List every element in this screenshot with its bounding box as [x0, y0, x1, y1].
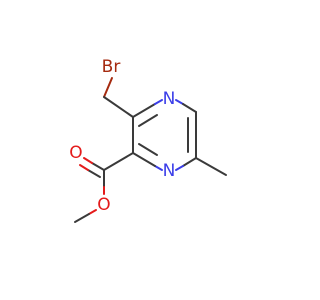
bond-n1-c2-carbon-part	[132, 152, 156, 167]
bond-c2-carbonyl	[103, 152, 134, 171]
bond-c6-n1-carbon-part	[182, 157, 197, 167]
structure-canvas: Br N N O O	[69, 57, 227, 223]
bond-co-oxygen-part-2	[79, 164, 89, 171]
bond-n4-c5-carbon-part	[182, 103, 197, 113]
bond-n4-c5-nitrogen-part	[175, 99, 184, 105]
bond-c3-n4-inner	[138, 114, 158, 127]
bromine-label: Br	[102, 57, 121, 77]
bond-oester-methyl-carbon-part	[74, 213, 90, 223]
bond-co-carbon-part-2	[87, 169, 101, 178]
ester-oxygen-label: O	[97, 195, 110, 215]
molecule-drawing: Br N N O O	[69, 57, 227, 223]
bond-br-ch2-carbon-part	[103, 96, 134, 118]
bond-c3-n4-carbon-part	[132, 103, 156, 118]
carbonyl-oxygen-label: O	[69, 143, 82, 163]
ring-nitrogen-top-label: N	[163, 89, 176, 109]
ring-nitrogen-bottom-label: N	[163, 161, 176, 181]
bond-co-carbon-part-1	[91, 162, 105, 171]
bond-br-ch2-bromine-part	[103, 77, 113, 98]
bond-c6-methyl	[195, 157, 227, 176]
bond-co-oxygen-part-1	[83, 157, 93, 164]
bond-oester-methyl-oxygen-part	[88, 209, 97, 215]
bond-c3-n4-nitrogen-part	[154, 99, 163, 105]
bond-n1-c2-inner	[138, 143, 158, 156]
bond-n1-c2-nitrogen-part	[154, 165, 163, 171]
bond-c6-n1-nitrogen-part	[175, 165, 184, 171]
